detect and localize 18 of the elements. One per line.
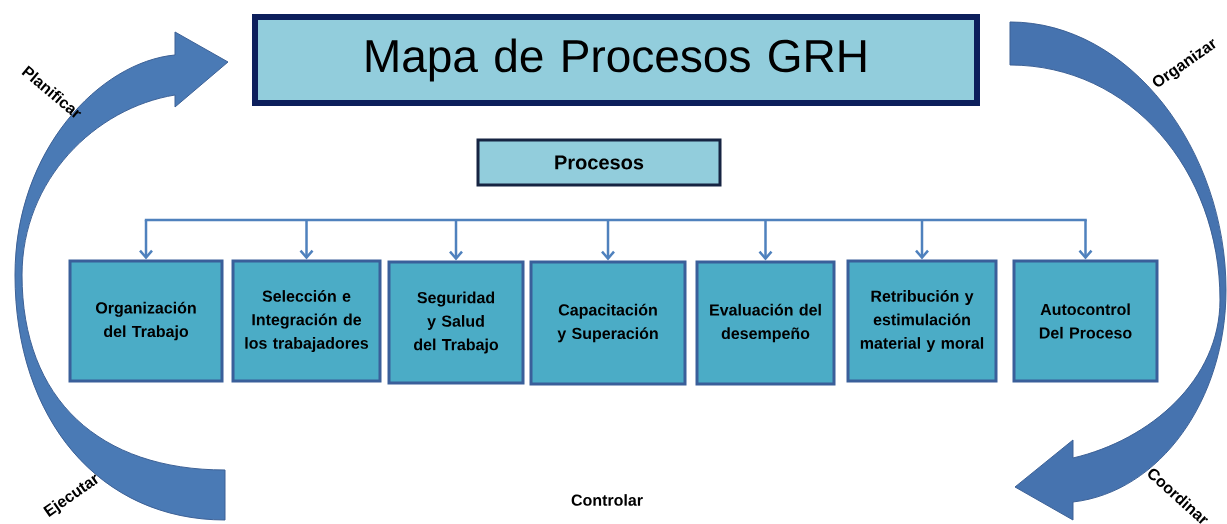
- arrow: [139, 220, 153, 260]
- process-box: Selección e Integración de los trabajadores: [231, 259, 382, 383]
- arrow: [758, 220, 773, 261]
- process-box: Capacitación y Superación: [529, 260, 687, 386]
- cycle-label: Controlar: [571, 494, 643, 506]
- process-box: Evaluación del desempeño: [695, 260, 836, 386]
- arrow: [299, 220, 314, 260]
- bus-line: [144, 218, 1087, 222]
- arrow: [1078, 220, 1093, 260]
- arrow: [915, 220, 929, 260]
- arrow: [449, 220, 463, 261]
- arrow: [601, 220, 615, 261]
- process-box: Seguridad y Salud del Trabajo: [387, 260, 525, 385]
- header-box: Procesos: [476, 138, 722, 187]
- process-box: Organización del Trabajo: [68, 259, 224, 383]
- process-box: Retribución y estimulación material y moral: [846, 259, 998, 383]
- title-box: Mapa de Procesos GRH: [252, 14, 980, 106]
- process-box: Autocontrol Del Proceso: [1012, 259, 1159, 383]
